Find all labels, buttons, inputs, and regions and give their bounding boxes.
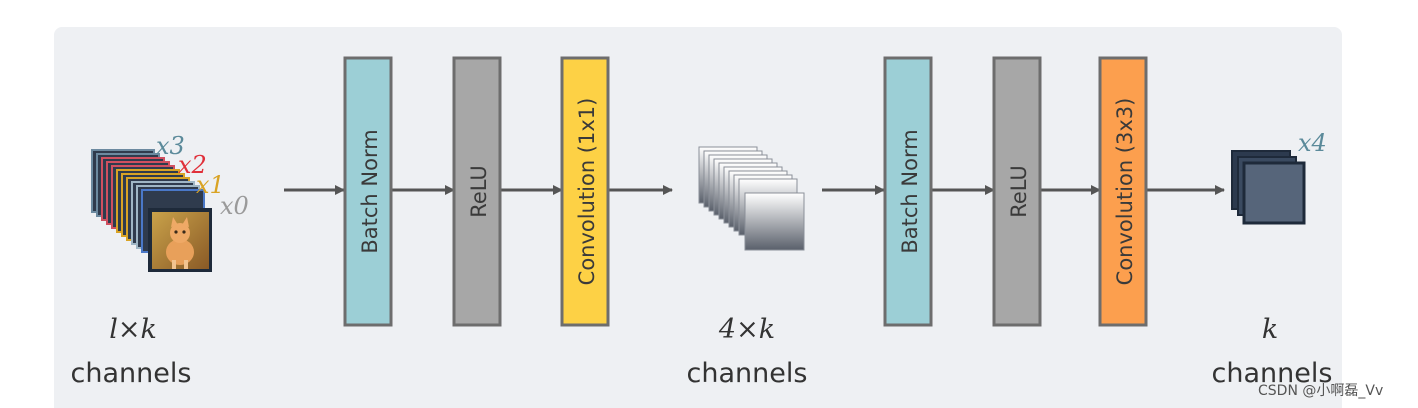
cat-image	[152, 212, 209, 269]
feature-label-x4: x4	[1298, 129, 1327, 157]
block-convolution-3x3: Convolution (3x3)	[1098, 56, 1148, 327]
block-label: Batch Norm	[358, 129, 382, 253]
output-feature-stack	[1231, 150, 1306, 225]
watermark: CSDN @小啊磊_Vv	[1258, 383, 1384, 399]
feature-label-x2: x2	[178, 151, 207, 179]
block-label: Convolution (3x3)	[1113, 98, 1137, 286]
output-channels-text: channels	[1212, 358, 1333, 389]
feature-label-x3: x3	[156, 132, 185, 160]
block-label: Convolution (1x1)	[575, 98, 599, 286]
feature-label-x0: x0	[220, 192, 249, 220]
block-batch-norm-1: Batch Norm	[343, 56, 393, 327]
middle-feature-stack	[698, 146, 805, 251]
block-relu-2: ReLU	[992, 56, 1042, 327]
feature-label-x3-text: x3	[156, 132, 185, 160]
diagram-panel: x3 x2 x1 x0 Batch Norm ReLU	[54, 27, 1342, 408]
block-convolution-1x1: Convolution (1x1)	[560, 56, 610, 327]
feature-label-x1-text: x1	[196, 171, 225, 199]
middle-channels-text: channels	[687, 358, 808, 389]
input-channels-text: channels	[71, 358, 192, 389]
block-label: ReLU	[467, 165, 491, 218]
middle-channels-math: 4×k	[718, 314, 775, 345]
feature-label-x0-text: x0	[220, 192, 249, 220]
feature-label-x2-text: x2	[178, 151, 207, 179]
block-batch-norm-2: Batch Norm	[883, 56, 933, 327]
feature-label-x1: x1	[196, 171, 225, 199]
output-channels-math: k	[1262, 314, 1278, 345]
block-label: ReLU	[1007, 165, 1031, 218]
input-channels-math: l×k	[109, 314, 157, 345]
block-label: Batch Norm	[898, 129, 922, 253]
block-relu-1: ReLU	[452, 56, 502, 327]
dense-layer-diagram: x3 x2 x1 x0 Batch Norm ReLU	[71, 56, 1333, 389]
